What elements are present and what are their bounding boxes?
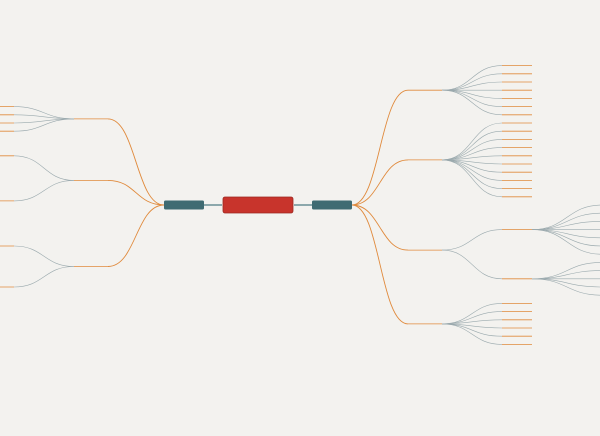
left-node-2-2-link bbox=[13, 180, 75, 202]
nodes-layer bbox=[0, 65, 532, 345]
right-node-3-2-5-link bbox=[531, 278, 600, 296]
right-node-3-1-7-link bbox=[531, 229, 600, 255]
left-node-3-1-link bbox=[13, 245, 75, 267]
left-node-1-4-link bbox=[13, 118, 75, 132]
right-node-1-link bbox=[351, 89, 409, 206]
right-node-1-7-link bbox=[441, 89, 503, 116]
right-node-4-link bbox=[351, 204, 409, 325]
left-node-3-2-link bbox=[13, 266, 75, 288]
right-node-2-link bbox=[351, 159, 409, 206]
right-node-4-6-link bbox=[441, 323, 503, 345]
left-node-1-link bbox=[107, 118, 165, 206]
root-node-box[interactable] bbox=[222, 196, 294, 214]
right-node-2-10-link bbox=[441, 159, 503, 198]
right-node-3-link bbox=[351, 204, 409, 251]
left-node-2-link bbox=[107, 179, 165, 206]
left-node-3-link bbox=[107, 204, 165, 267]
right-branch-box[interactable] bbox=[312, 200, 352, 210]
links-layer bbox=[13, 65, 600, 345]
left-branch-box[interactable] bbox=[164, 200, 204, 210]
right-node-3-1-link bbox=[441, 229, 503, 251]
left-node-2-1-link bbox=[13, 155, 75, 181]
right-node-3-2-link bbox=[441, 249, 503, 280]
